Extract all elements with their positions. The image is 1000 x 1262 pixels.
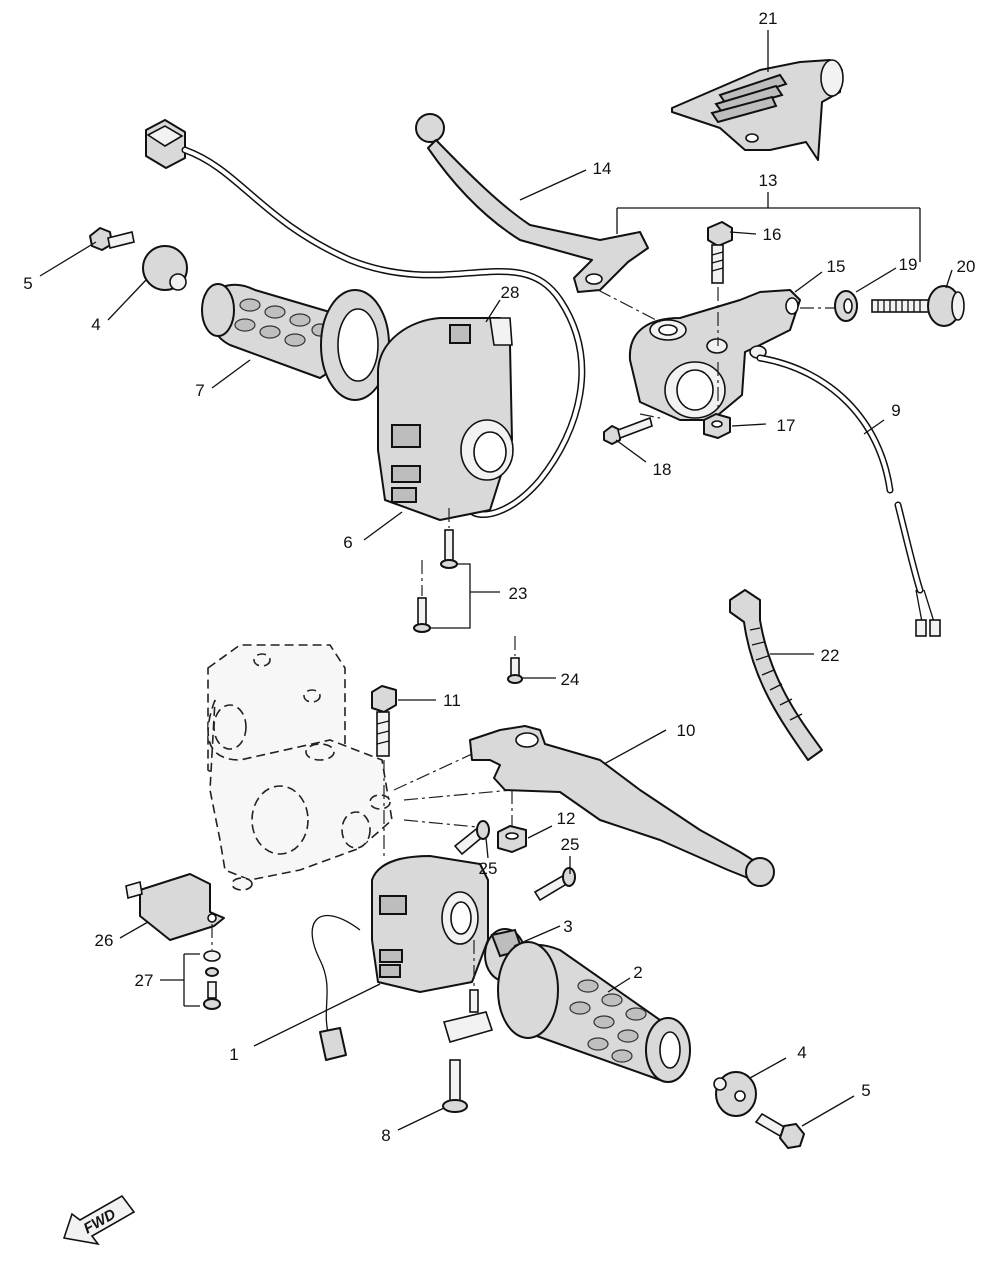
part-4-bar-end-upper <box>142 245 188 291</box>
part-20-adjuster-screw <box>871 285 965 327</box>
callout-15: 15 <box>827 257 846 276</box>
fwd-direction-arrow: FWD <box>62 1194 136 1246</box>
callout-14: 14 <box>593 159 612 178</box>
part-14-brake-lever-upper <box>415 113 649 293</box>
part-23-screws <box>413 508 458 633</box>
callout-25-left: 25 <box>479 859 498 878</box>
part-9-switch-cable <box>756 354 941 637</box>
part-19-nut <box>834 290 858 322</box>
part-22-cable-tie <box>729 589 823 761</box>
callout-19: 19 <box>899 255 918 274</box>
callout-21: 21 <box>759 9 778 28</box>
callout-12: 12 <box>557 809 576 828</box>
part-4-bar-end-lower <box>713 1071 757 1117</box>
part-27-screw-set <box>203 924 221 1010</box>
part-18-bolt <box>603 416 653 445</box>
part-5-screw-upper <box>89 227 135 251</box>
part-26-brake-switch <box>125 873 225 941</box>
callout-16: 16 <box>763 225 782 244</box>
callout-5-upper: 5 <box>23 274 32 293</box>
part-7-grip-upper <box>201 283 390 401</box>
master-cylinder-dashed <box>207 644 393 891</box>
part-10-brake-lever-lower <box>469 725 775 887</box>
callout-labels: 21 13 14 16 15 19 20 5 4 7 28 17 18 9 6 … <box>23 9 975 1145</box>
callout-18: 18 <box>653 460 672 479</box>
callout-10: 10 <box>677 721 696 740</box>
part-25-screws <box>453 820 576 902</box>
part-5-screw-lower <box>754 1112 805 1149</box>
callout-20: 20 <box>957 257 976 276</box>
callout-6: 6 <box>343 533 352 552</box>
part-11-bolt <box>371 685 397 757</box>
callout-5-lower: 5 <box>861 1081 870 1100</box>
callout-4-upper: 4 <box>91 315 100 334</box>
part-2-grip-lower <box>497 941 691 1083</box>
callout-24: 24 <box>561 670 580 689</box>
part-21-lever-cover <box>671 59 844 161</box>
callout-22: 22 <box>821 646 840 665</box>
part-12-nut <box>497 825 527 853</box>
part-15-lever-bracket <box>628 289 801 421</box>
part-6-switch-housing-upper <box>377 317 514 521</box>
switch-harness-cable <box>145 119 586 519</box>
part-28-label <box>489 317 513 346</box>
callout-27: 27 <box>135 971 154 990</box>
part-1-switch-housing-lower <box>311 855 489 1061</box>
callout-17: 17 <box>777 416 796 435</box>
part-24-screw <box>507 636 523 684</box>
callout-2: 2 <box>633 963 642 982</box>
callout-23: 23 <box>509 584 528 603</box>
callout-26: 26 <box>95 931 114 950</box>
part-8-screw <box>442 940 494 1113</box>
callout-1: 1 <box>229 1045 238 1064</box>
callout-13: 13 <box>759 171 778 190</box>
callout-25-right: 25 <box>561 835 580 854</box>
callout-3: 3 <box>563 917 572 936</box>
part-16-bolt <box>707 221 733 284</box>
callout-7: 7 <box>195 381 204 400</box>
leader-lines <box>39 30 953 1131</box>
callout-28: 28 <box>501 283 520 302</box>
part-17-nut <box>703 413 731 439</box>
callout-8: 8 <box>381 1126 390 1145</box>
callout-4-lower: 4 <box>797 1043 806 1062</box>
callout-11: 11 <box>443 691 461 710</box>
callout-9: 9 <box>891 401 900 420</box>
